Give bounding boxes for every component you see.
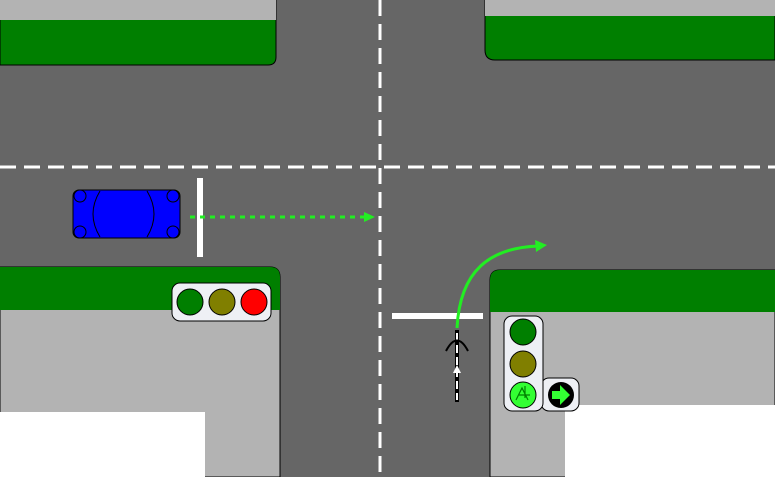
bicycle-icon <box>515 386 530 401</box>
corner-top-left <box>0 0 277 66</box>
right-arrow-icon <box>552 385 570 405</box>
car-path-arrow <box>190 212 375 222</box>
car <box>72 189 181 239</box>
light-green <box>176 288 204 316</box>
bike-traffic-light <box>503 315 580 412</box>
light-red <box>240 288 268 316</box>
stop-line-bike <box>392 313 483 319</box>
bicycle <box>445 330 469 402</box>
car-traffic-light <box>171 282 272 322</box>
bike-path-arrow <box>455 240 547 329</box>
light-amber <box>509 350 537 378</box>
light-green <box>509 318 537 346</box>
corner-top-right <box>484 0 775 61</box>
light-amber <box>208 288 236 316</box>
corner-bottom-right <box>489 269 775 477</box>
